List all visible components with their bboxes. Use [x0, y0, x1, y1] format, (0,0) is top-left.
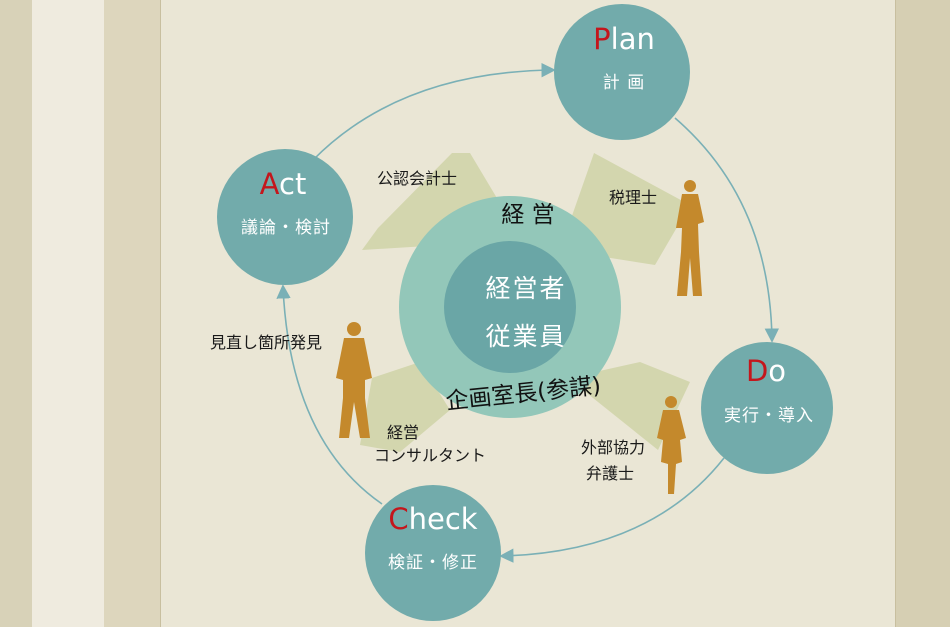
left-mid-stripe — [104, 0, 160, 627]
check-label: 検証・修正 — [388, 553, 478, 573]
act-label: 議論・検討 — [241, 218, 331, 238]
management-label: 経 営 — [501, 202, 554, 228]
core-line-2: 従業員 — [485, 322, 566, 351]
act-title: Act — [260, 167, 307, 201]
act-circle — [217, 149, 353, 285]
arrow-act-to-plan — [312, 62, 556, 161]
plan-circle — [554, 4, 690, 140]
person-tax-advisor-icon — [676, 180, 704, 296]
advisor-tax-label: 税理士 — [609, 188, 657, 207]
arrow-check-to-act — [276, 284, 383, 505]
plan-label: 計 画 — [603, 73, 645, 93]
do-circle — [701, 342, 833, 474]
advisor-consultant-line-2: コンサルタント — [374, 446, 486, 465]
plan-title: Plan — [593, 22, 655, 56]
arrow-do-to-check — [499, 457, 725, 563]
advisor-cpa-label: 公認会計士 — [377, 169, 457, 188]
arrow-note-label: 見直し箇所発見 — [210, 333, 322, 352]
advisor-lawyer-line-2: 弁護士 — [586, 464, 634, 483]
core-line-1: 経営者 — [485, 274, 566, 303]
check-title: Check — [388, 502, 477, 536]
person-lawyer-icon — [657, 396, 686, 494]
core-circle — [444, 241, 576, 373]
advisor-consultant-line-1: 経営 — [387, 423, 419, 442]
do-label: 実行・導入 — [724, 406, 814, 426]
check-circle — [365, 485, 501, 621]
person-consultant-icon — [336, 322, 372, 438]
wedge-consultant — [360, 362, 450, 452]
advisor-lawyer-line-1: 外部協力 — [581, 438, 645, 457]
left-light-stripe — [32, 0, 104, 627]
do-title: Do — [746, 354, 786, 388]
right-stripe — [896, 0, 950, 627]
arrow-plan-to-do — [674, 117, 780, 343]
